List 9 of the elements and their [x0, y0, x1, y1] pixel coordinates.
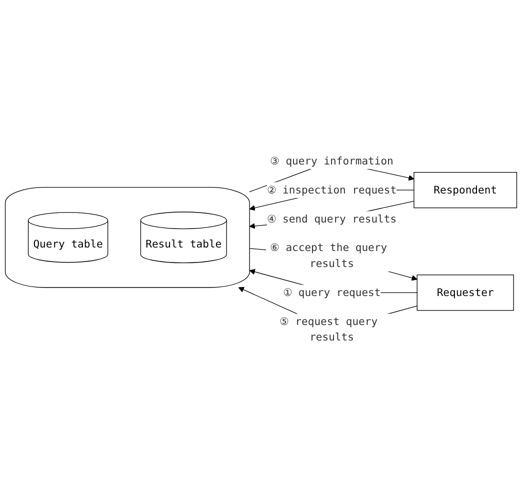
- node-box: Requester: [416, 274, 514, 311]
- edge-label: ② inspection request: [266, 184, 397, 196]
- edge-label: ⑥ accept the query results: [270, 242, 388, 270]
- node-box: Respondent: [414, 172, 518, 208]
- edge-label: ⑤ request query results: [280, 315, 378, 344]
- edge-label: ④ send query results: [266, 212, 397, 226]
- cluster: [4, 187, 250, 288]
- edge-label: ③ query information: [270, 154, 394, 168]
- edge-label: ① query request: [282, 286, 381, 299]
